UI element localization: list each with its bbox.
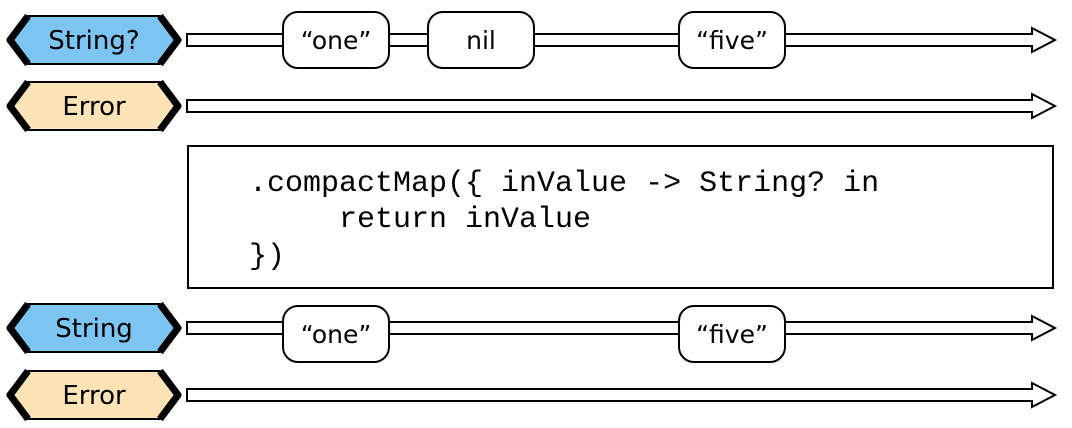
value-marble: “one” [282, 305, 390, 363]
value-label: nil [466, 26, 496, 55]
value-label: “five” [696, 26, 768, 55]
stream-output-error: Error [6, 368, 1058, 422]
stream-input-error: Error [6, 79, 1058, 133]
value-marble: “one” [282, 11, 390, 69]
code-line: return inValue [249, 203, 591, 237]
timeline-arrow [186, 92, 1058, 120]
code-line: }) [249, 240, 285, 274]
value-marble: “five” [678, 11, 786, 69]
operator-box: .compactMap({ inValue -> String? in retu… [187, 145, 1054, 289]
type-tag-right-chevron [157, 368, 182, 422]
type-tag-right-chevron [157, 13, 182, 67]
stream-output-values: String “one” “five” [6, 301, 1058, 363]
type-tag-label: Error [62, 381, 126, 411]
value-label: “five” [696, 320, 768, 349]
code-line: .compactMap({ inValue -> String? in [249, 167, 879, 201]
value-label: “one” [301, 26, 372, 55]
type-tag-left-chevron [6, 79, 31, 133]
value-label: “one” [301, 320, 372, 349]
type-tag-right-chevron [157, 79, 182, 133]
stream-input-values: String? “one” nil “five” [6, 11, 1058, 69]
type-tag-label: Error [62, 92, 126, 122]
value-marble: nil [427, 11, 535, 69]
timeline-arrow [186, 381, 1058, 409]
type-tag-left-chevron [6, 301, 31, 355]
type-tag-label: String? [48, 26, 139, 56]
type-tag-left-chevron [6, 368, 31, 422]
type-tag-left-chevron [6, 13, 31, 67]
type-tag-right-chevron [157, 301, 182, 355]
value-marble: “five” [678, 305, 786, 363]
type-tag-label: String [55, 314, 133, 344]
